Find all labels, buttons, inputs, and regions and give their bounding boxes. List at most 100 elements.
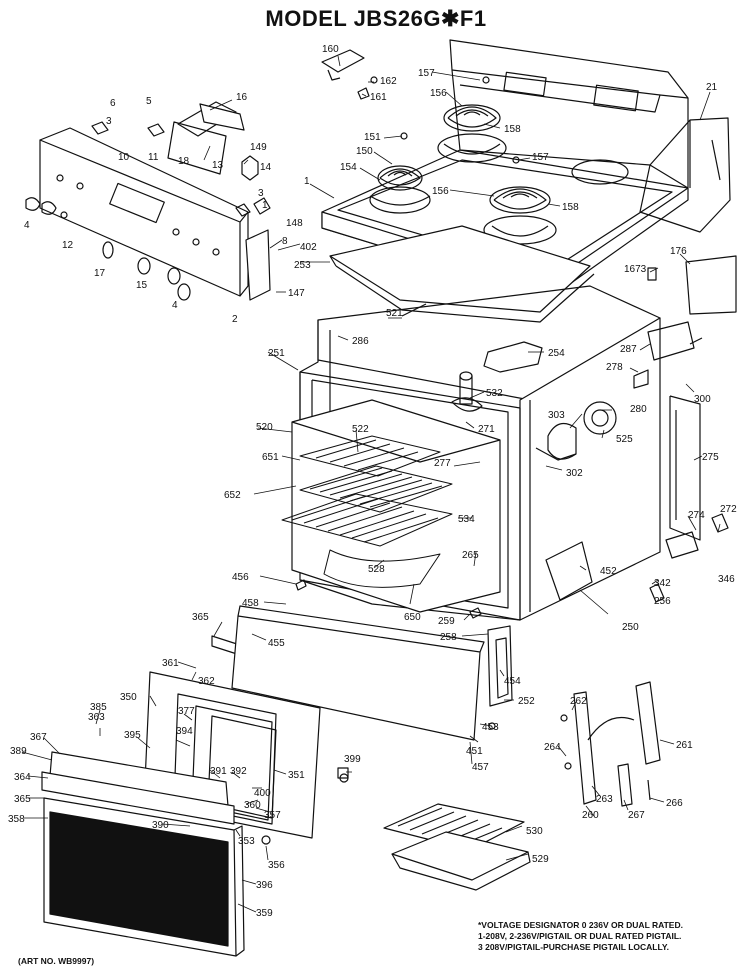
part-label: 160 [322,44,339,55]
part-label: 264 [544,742,561,753]
part-label: 253 [294,260,311,271]
part-label: 5 [146,96,152,107]
part-label: 351 [288,770,305,781]
part-label: 365 [14,794,31,805]
part-label: 367 [30,732,47,743]
part-label: 262 [570,696,587,707]
part-label: 525 [616,434,633,445]
part-label: 353 [238,836,255,847]
part-label: 350 [120,692,137,703]
part-label: 259 [438,616,455,627]
part-label: 457 [472,762,489,773]
part-label: 263 [596,794,613,805]
part-label: 158 [562,202,579,213]
part-label: 3 [258,188,264,199]
part-label: 265 [462,550,479,561]
part-label: 394 [176,726,193,737]
part-label: 151 [364,132,381,143]
broiler-pan-assembly [384,804,530,890]
part-label: 395 [124,730,141,741]
part-label: 455 [268,638,285,649]
part-label: 272 [720,504,737,515]
part-label: 363 [88,712,105,723]
part-label: 454 [504,676,521,687]
part-label: 156 [432,186,449,197]
part-label: 303 [548,410,565,421]
part-label: 522 [352,424,369,435]
part-label: 1673 [624,264,647,275]
part-label: 158 [504,124,521,135]
part-label: 357 [264,810,281,821]
part-label: 402 [300,242,317,253]
part-label: 15 [136,280,148,291]
part-label: 251 [268,348,285,359]
leader-lines [22,56,720,912]
part-label: 12 [62,240,74,251]
part-label: 157 [418,68,435,79]
part-label: 534 [458,514,475,525]
part-label: 342 [654,578,671,589]
cooktop-assembly [322,40,730,322]
part-label: 277 [434,458,451,469]
part-label: 3 [106,116,112,127]
part-label: 400 [254,788,271,799]
part-label: 149 [250,142,267,153]
part-label: 389 [10,746,27,757]
footnote-line: 3 208V/PIGTAIL-PURCHASE PIGTAIL LOCALLY. [478,942,669,952]
door-hinge-assembly [561,682,660,806]
part-label: 530 [526,826,543,837]
part-label: 360 [244,800,261,811]
part-label: 16 [236,92,248,103]
part-label: 451 [466,746,483,757]
part-label: 346 [718,574,735,585]
part-label: 252 [518,696,535,707]
part-label: 13 [212,160,224,171]
part-label: 271 [478,424,495,435]
part-label: 1 [304,176,310,187]
part-label: 652 [224,490,241,501]
diagram-title: MODEL JBS26G✱F1 [265,6,487,31]
part-label: 258 [440,632,457,643]
footnote-line: 1-208V, 2-236V/PIGTAIL OR DUAL RATED PIG… [478,931,682,941]
part-labels: 160 162 161 157 156 158 151 150 154 157 … [8,44,737,919]
part-label: 399 [344,754,361,765]
range-cabinet [282,256,736,620]
part-label: 10 [118,152,130,163]
part-label: 390 [152,820,169,831]
part-label: 18 [178,156,190,167]
part-label: 286 [352,336,369,347]
voltage-designator-footnote: *VOLTAGE DESIGNATOR 0 236V OR DUAL RATED… [478,920,748,953]
part-label: 453 [482,722,499,733]
part-label: 452 [600,566,617,577]
art-number: (ART NO. WB9997) [18,956,95,966]
part-label: 391 [210,766,227,777]
part-label: 17 [94,268,106,279]
part-label: 254 [548,348,565,359]
part-label: 150 [356,146,373,157]
part-label: 21 [706,82,718,93]
part-label: 280 [630,404,647,415]
part-label: 161 [370,92,387,103]
part-label: 359 [256,908,273,919]
part-label: 528 [368,564,385,575]
part-label: 176 [670,246,687,257]
part-label: 267 [628,810,645,821]
part-label: 147 [288,288,305,299]
part-label: 532 [486,388,503,399]
part-label: 260 [582,810,599,821]
footnote-line: *VOLTAGE DESIGNATOR 0 236V OR DUAL RATED… [478,920,683,930]
part-label: 8 [282,236,288,247]
part-label: 4 [172,300,178,311]
part-label: 529 [532,854,549,865]
part-label: 361 [162,658,179,669]
part-label: 14 [260,162,272,173]
part-label: 261 [676,740,693,751]
part-label: 365 [192,612,209,623]
part-label: 287 [620,344,637,355]
part-label: 11 [148,152,159,163]
part-label: 392 [230,766,247,777]
part-label: 458 [242,598,259,609]
part-label: 651 [262,452,279,463]
part-label: 377 [178,706,195,717]
